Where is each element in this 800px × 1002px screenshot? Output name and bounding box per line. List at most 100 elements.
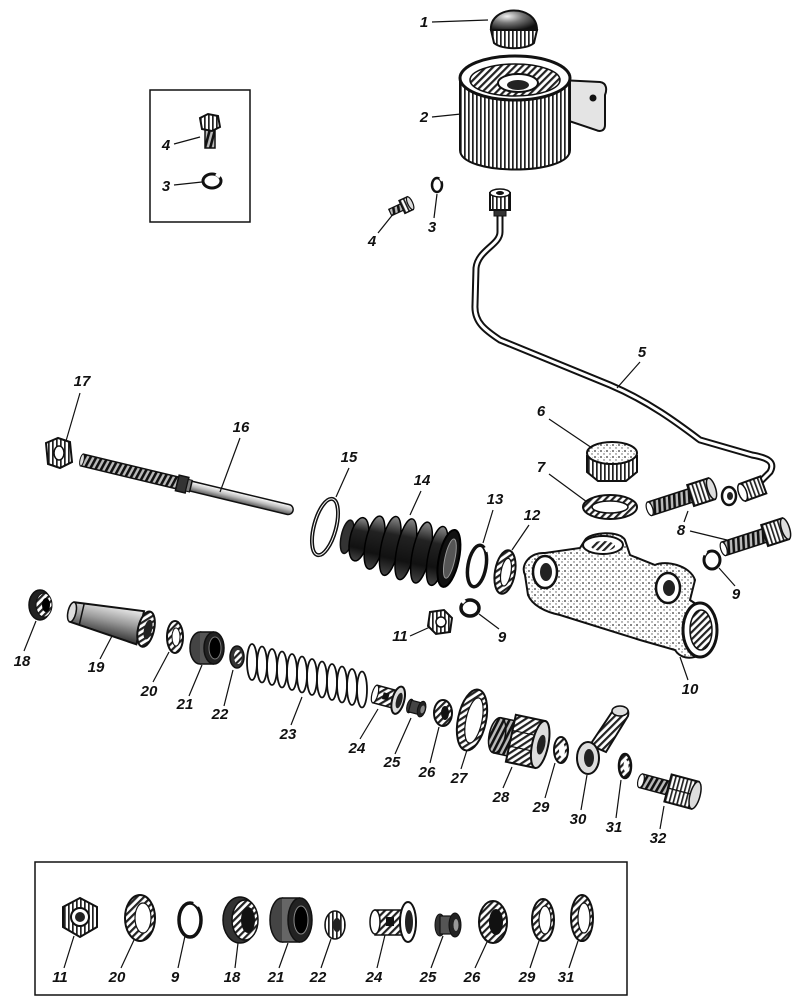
- callout-20: 20: [140, 683, 158, 700]
- leader-32: [659, 805, 665, 830]
- leader-31: [615, 779, 622, 819]
- leader-27: [460, 749, 468, 770]
- leader-26: [429, 726, 440, 764]
- part-11-nut: [426, 608, 454, 636]
- part-7-sealing-washer: [582, 494, 638, 520]
- callout-13: 13: [487, 491, 504, 508]
- detail-21-primary-cup: [269, 897, 313, 943]
- detail-callout-9: 9: [171, 969, 180, 986]
- leader-8a: [683, 510, 689, 523]
- detail-callout-29: 29: [518, 969, 536, 986]
- leader-29: [544, 762, 556, 799]
- callout-24: 24: [348, 740, 366, 757]
- leader-3: [433, 193, 438, 219]
- callout-1: 1: [420, 14, 428, 31]
- callout-5: 5: [638, 344, 647, 361]
- part-17-lock-nut: [44, 436, 74, 470]
- leader-14: [409, 490, 422, 516]
- pipe-union-nut-bottom: [736, 475, 768, 503]
- inset-box: [149, 89, 251, 223]
- detail-leader-31: [568, 940, 579, 969]
- callout-29: 29: [532, 799, 550, 816]
- callout-8: 8: [677, 522, 686, 539]
- callout-18: 18: [14, 653, 31, 670]
- part-23-return-spring: [246, 643, 368, 709]
- part-28-end-plug: [487, 713, 551, 770]
- callout-3: 3: [428, 219, 437, 236]
- part-8-banjo-bolt-upper: [645, 477, 718, 517]
- part-31-washer: [617, 752, 633, 780]
- leader-13: [482, 509, 494, 544]
- detail-leader-lines: [63, 934, 579, 969]
- detail-callout-26: 26: [463, 969, 481, 986]
- leader-25: [394, 717, 412, 755]
- detail-leader-24: [376, 934, 386, 969]
- inset-callout-4: 4: [161, 137, 171, 154]
- leader-12: [511, 524, 530, 551]
- leader-23: [290, 696, 303, 726]
- part-29-washer: [553, 736, 569, 764]
- part-6-filler-plug: [586, 441, 638, 482]
- callout-17: 17: [74, 373, 91, 390]
- detail-leader-26: [474, 941, 488, 969]
- part-32-banjo-bolt: [636, 773, 702, 810]
- pipe-union-nut-top: [489, 188, 511, 217]
- detail-leader-18: [234, 942, 239, 969]
- callout-15: 15: [341, 449, 358, 466]
- part-24-check-valve-body: [370, 684, 407, 715]
- detail-callout-24: 24: [365, 969, 383, 986]
- detail-26-washer: [478, 900, 508, 944]
- part-30-banjo-fitting: [576, 705, 630, 775]
- callout-9-center: 9: [498, 629, 507, 646]
- inset-leader-3: [173, 181, 203, 186]
- inset-bolt: [198, 112, 222, 149]
- part-9-lock-washer-right: [702, 549, 722, 571]
- callout-27: 27: [450, 770, 468, 787]
- leader-30: [580, 774, 588, 811]
- leader-5: [616, 361, 641, 389]
- callout-10: 10: [682, 681, 699, 698]
- callout-32: 32: [650, 830, 667, 847]
- leader-21: [188, 664, 203, 697]
- pipe-end-washer: [720, 485, 738, 507]
- leader-11: [409, 626, 431, 637]
- detail-callout-18: 18: [224, 969, 241, 986]
- leader-10: [679, 656, 689, 681]
- part-14-rubber-boot: [339, 515, 462, 588]
- detail-31-washer: [570, 894, 594, 942]
- leader-24: [359, 708, 379, 740]
- detail-callout-25: 25: [419, 969, 437, 986]
- detail-22-spring-seat: [324, 910, 346, 940]
- callout-23: 23: [279, 726, 297, 743]
- part-1-filler-cap: [489, 9, 539, 50]
- leader-20: [152, 651, 170, 683]
- callout-28: 28: [492, 789, 510, 806]
- detail-callout-11: 11: [52, 969, 68, 986]
- callout-25: 25: [383, 754, 401, 771]
- part-20-washer: [166, 620, 184, 654]
- leader-16: [219, 437, 241, 493]
- leader-28: [502, 766, 513, 789]
- detail-leader-9: [177, 935, 186, 969]
- callout-2: 2: [419, 109, 429, 126]
- leader-18: [23, 620, 37, 652]
- detail-leader-22: [320, 938, 332, 969]
- callout-9-right: 9: [732, 586, 741, 603]
- detail-leader-11: [63, 935, 75, 969]
- detail-leader-25: [430, 935, 444, 969]
- callout-22: 22: [211, 706, 229, 723]
- callout-6: 6: [537, 403, 546, 420]
- leader-4: [377, 212, 395, 234]
- detail-11-nut: [62, 896, 98, 939]
- leader-2: [431, 113, 462, 118]
- detail-leader-21: [278, 942, 289, 969]
- part-8-banjo-bolt-lower: [719, 517, 792, 557]
- callout-7: 7: [537, 459, 546, 476]
- part-22-spring-seat: [229, 645, 245, 669]
- part-25-valve-seal: [406, 698, 427, 718]
- detail-9-lock-washer: [177, 900, 203, 939]
- leader-17: [65, 392, 81, 442]
- leader-1: [431, 19, 489, 23]
- callout-19: 19: [88, 659, 105, 676]
